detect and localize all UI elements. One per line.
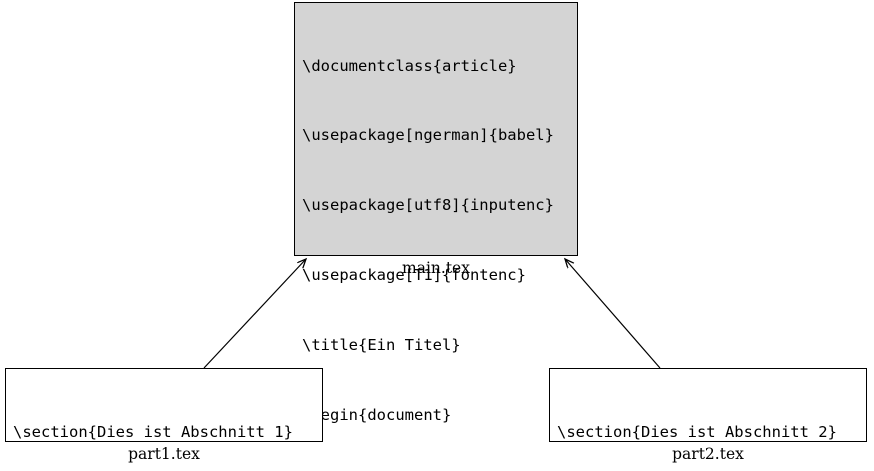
main-code-line: \usepackage[utf8]{inputenc} [302,196,554,215]
main-code-line: \documentclass{article} [302,56,517,75]
part1-tex-caption: part1.tex [128,445,200,463]
part2-tex-box: \section{Dies ist Abschnitt 2} Hier ein … [549,368,867,442]
main-code-line: \usepackage[ngerman]{babel} [302,126,554,145]
main-code-line: \begin{document} [302,406,452,425]
main-tex-box: \documentclass{article} \usepackage[nger… [294,2,578,424]
main-code-line: \usepackage[T1]{fontenc} [302,266,526,285]
main-code-line: \title{Ein Titel} [302,336,461,355]
part2-tex-caption: part2.tex [672,445,744,463]
arrow-part2-to-main [565,259,661,369]
part1-code-line: \section{Dies ist Abschnitt 1} [13,422,293,441]
part1-tex-box: \section{Dies ist Abschnitt 1} Hier ein … [5,368,323,442]
main-tex-caption: main.tex [402,259,470,277]
arrow-part1-to-main [203,259,306,369]
part2-code-line: \section{Dies ist Abschnitt 2} [557,422,837,441]
